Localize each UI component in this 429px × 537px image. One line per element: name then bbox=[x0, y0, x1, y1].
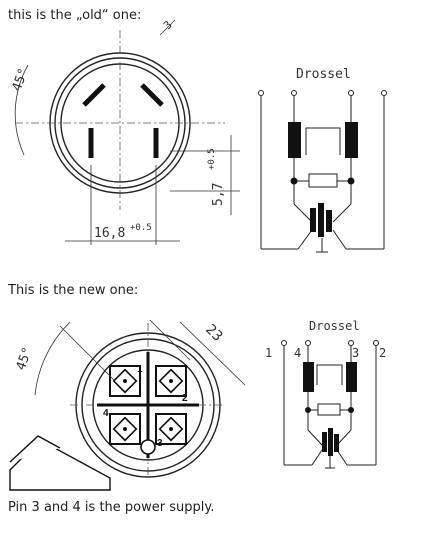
schematic-pin-2: 2 bbox=[379, 346, 386, 360]
pin-number-2: 2 bbox=[182, 393, 188, 404]
old-width-label: 16,8 bbox=[94, 226, 125, 241]
old-intro-text: this is the „old“ one: bbox=[8, 8, 142, 23]
new-schematic-title: Drossel bbox=[309, 319, 360, 333]
old-width-tolerance: +0.5 bbox=[130, 223, 152, 233]
old-height-label: 5,7 bbox=[211, 183, 226, 206]
old-schematic-title: Drossel bbox=[296, 67, 351, 82]
new-angle-label: 45° bbox=[14, 345, 36, 372]
schematic-pin-3: 3 bbox=[352, 346, 359, 360]
new-diag-label: 23 bbox=[202, 322, 225, 345]
power-supply-note: Pin 3 and 4 is the power supply. bbox=[8, 500, 215, 515]
schematic-pin-1: 1 bbox=[265, 346, 272, 360]
schematic-pin-4: 4 bbox=[294, 346, 301, 360]
pin-number-4: 4 bbox=[103, 408, 109, 419]
pin-number-3: 3 bbox=[157, 438, 163, 449]
new-intro-text: This is the new one: bbox=[8, 283, 139, 298]
pin-number-1: 1 bbox=[137, 364, 143, 375]
old-height-tolerance: +0.5 bbox=[207, 148, 217, 170]
